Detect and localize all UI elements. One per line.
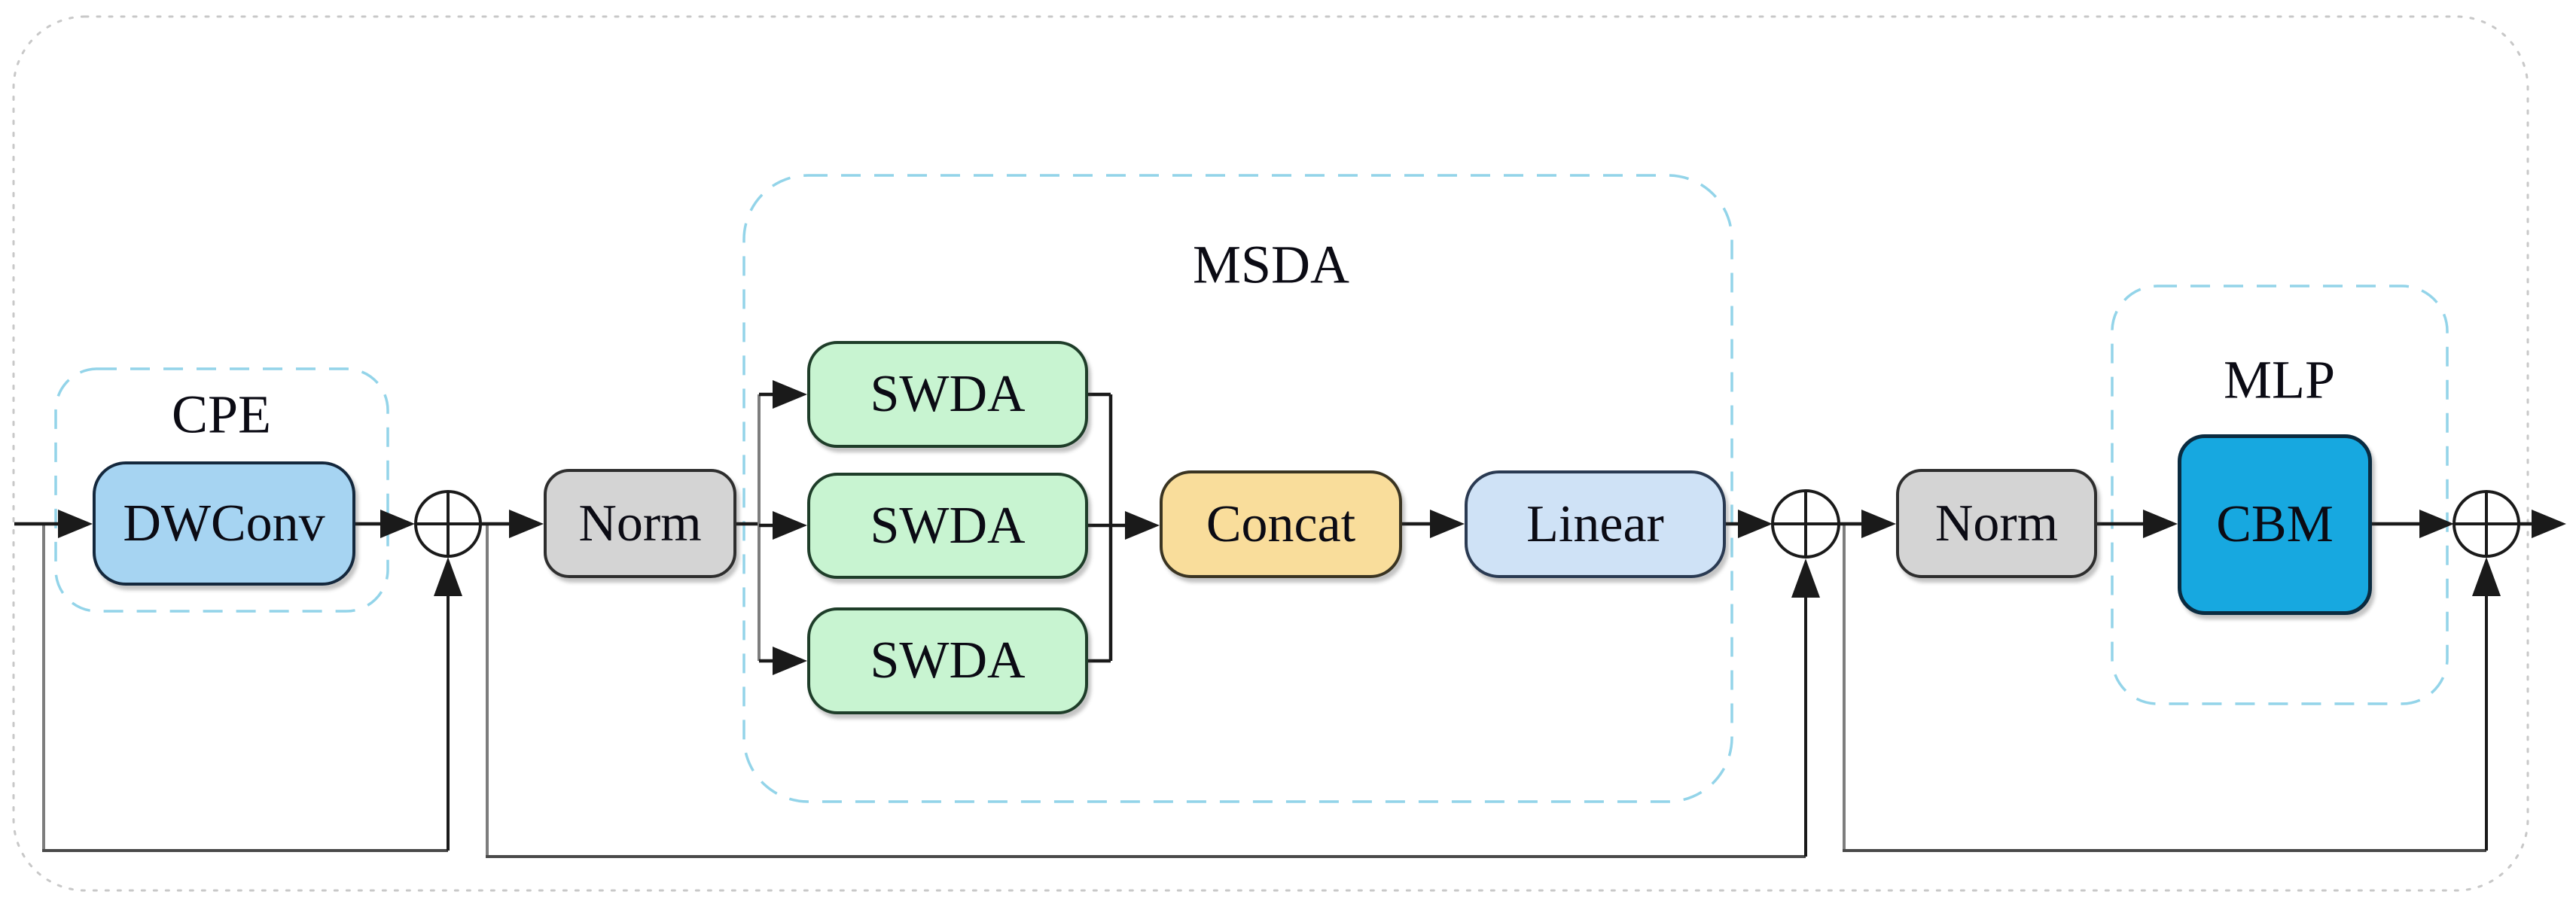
input-arrowhead xyxy=(58,510,93,538)
mlp-group-label: MLP xyxy=(2223,349,2336,410)
concat-to-linear-arrowhead xyxy=(1430,510,1465,538)
norm1-block: Norm xyxy=(544,469,736,578)
dwconv-block: DWConv xyxy=(93,461,355,586)
sum2-circled-plus-icon xyxy=(1771,489,1840,559)
concat-block: Concat xyxy=(1160,470,1402,578)
linear-to-sum2-arrowhead xyxy=(1738,510,1773,538)
norm2-block-label: Norm xyxy=(1934,494,2059,552)
linear-block-label: Linear xyxy=(1526,495,1664,553)
linear-block: Linear xyxy=(1465,470,1726,578)
cpe-group-border xyxy=(54,367,389,613)
sum1-to-norm1-arrowhead xyxy=(509,510,544,538)
branch-arrowhead-swda2 xyxy=(773,511,807,540)
dwconv-to-sum1-arrowhead xyxy=(380,510,415,538)
skip3-arrowhead xyxy=(2472,557,2501,596)
norm1-block-label: Norm xyxy=(578,494,702,552)
msda-group-border xyxy=(742,174,1733,803)
branch-arrowhead-swda3 xyxy=(773,647,807,675)
mlp-group-border xyxy=(2111,285,2449,705)
output-arrowhead xyxy=(2532,510,2566,538)
norm2-block: Norm xyxy=(1896,469,2097,578)
swda3-block: SWDA xyxy=(807,607,1088,714)
sum3-circled-plus-icon xyxy=(2453,490,2520,558)
cbm-to-sum3-arrowhead xyxy=(2419,510,2454,538)
cbm-block-label: CBM xyxy=(2216,495,2334,553)
cbm-block: CBM xyxy=(2178,434,2372,615)
swda2-block-label: SWDA xyxy=(870,496,1026,555)
outer-dotted-border xyxy=(12,15,2529,892)
swda2-block: SWDA xyxy=(807,473,1088,579)
merge-to-concat-arrowhead xyxy=(1125,511,1160,540)
skip1-arrowhead xyxy=(434,557,462,596)
branch-arrowhead-swda1 xyxy=(773,380,807,409)
swda1-block-label: SWDA xyxy=(870,365,1026,423)
skip2-arrowhead xyxy=(1791,559,1820,598)
norm2-to-cbm-arrowhead xyxy=(2143,510,2178,538)
dwconv-block-label: DWConv xyxy=(123,494,325,552)
msda-group-label: MSDA xyxy=(1192,234,1350,295)
sum2-to-norm2-arrowhead xyxy=(1861,510,1896,538)
sum1-circled-plus-icon xyxy=(414,490,482,558)
concat-block-label: Concat xyxy=(1206,495,1356,553)
swda1-block: SWDA xyxy=(807,341,1088,448)
cpe-group-label: CPE xyxy=(171,384,272,445)
swda3-block-label: SWDA xyxy=(870,632,1026,689)
